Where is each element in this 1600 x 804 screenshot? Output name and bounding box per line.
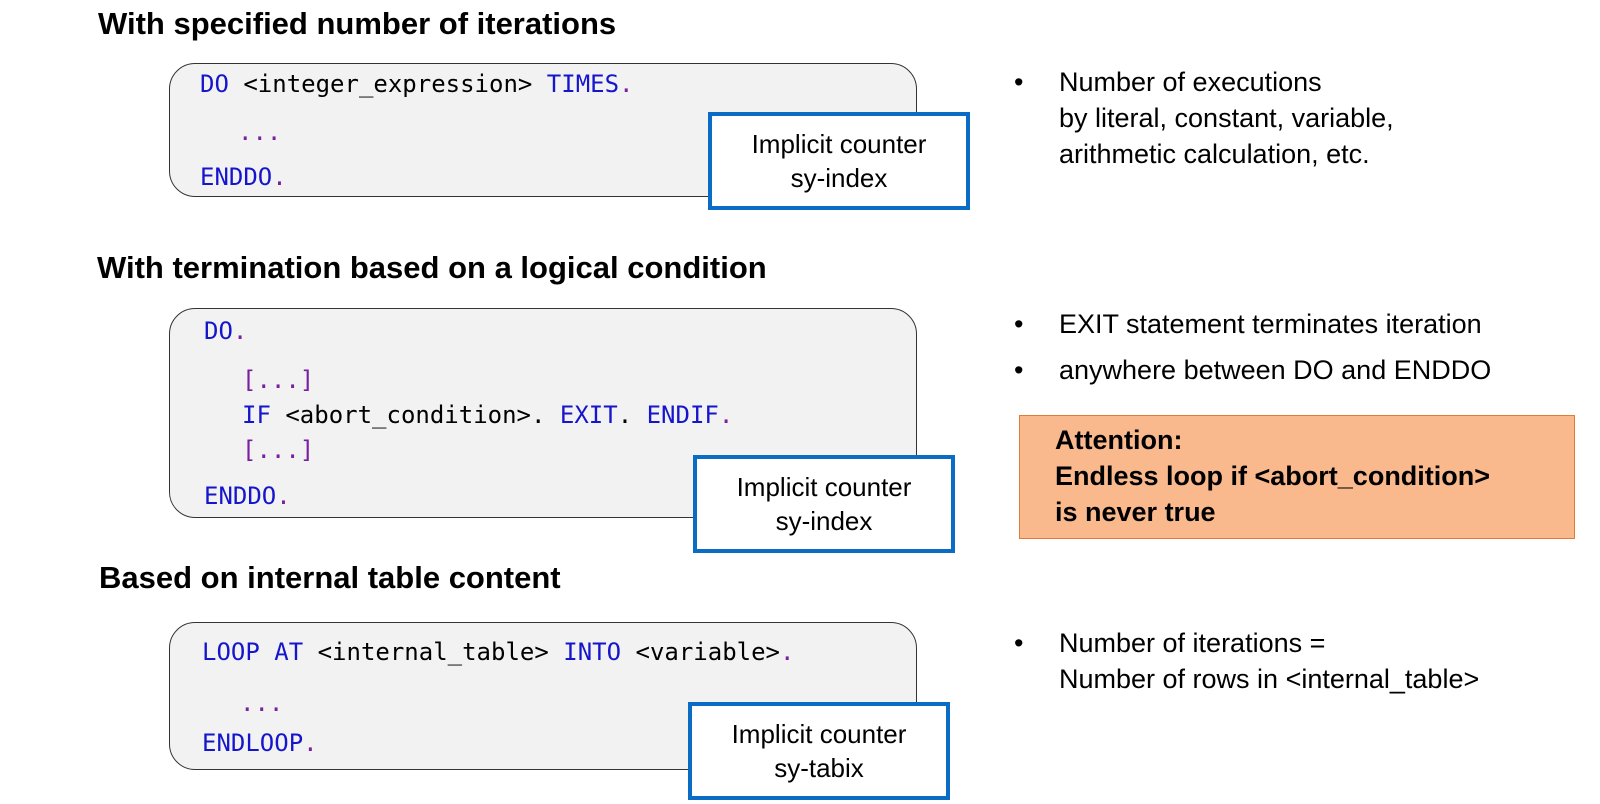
callout-label: Implicit counter	[751, 129, 927, 159]
bullet-list-3: Number of iterations = Number of rows in…	[1014, 625, 1479, 707]
code-text: <variable>	[621, 638, 780, 666]
callout-implicit-counter: Implicit counter sy-index	[693, 455, 955, 553]
code-punct: .	[780, 638, 795, 666]
bullet-line: Number of executions	[1059, 67, 1322, 97]
code-keyword: ENDDO	[204, 482, 277, 510]
attention-text: is never true	[1055, 497, 1216, 527]
attention-title: Attention:	[1055, 425, 1183, 455]
section-heading-iterations: With specified number of iterations	[98, 6, 617, 41]
callout-value: sy-index	[790, 163, 888, 193]
code-keyword: IF	[242, 401, 271, 429]
bullet-item: EXIT statement terminates iteration	[1014, 306, 1491, 342]
bullet-list-1: Number of executions by literal, constan…	[1014, 64, 1394, 182]
callout-label: Implicit counter	[736, 472, 912, 502]
code-punct: .	[276, 482, 291, 510]
code-line: ...	[240, 689, 284, 717]
code-line: ENDLOOP.	[202, 728, 318, 758]
bullet-item: anywhere between DO and ENDDO	[1014, 352, 1491, 388]
bullet-line: anywhere between DO and ENDDO	[1059, 355, 1492, 385]
code-keyword: ENDLOOP	[202, 729, 304, 757]
bullet-line: by literal, constant, variable,	[1059, 103, 1394, 133]
code-keyword: EXIT	[559, 401, 618, 429]
code-line: [...]	[242, 436, 315, 464]
code-keyword: INTO	[563, 638, 622, 666]
code-keyword: ENDIF	[646, 401, 719, 429]
code-keyword: LOOP AT	[202, 638, 304, 666]
bullet-item: Number of iterations = Number of rows in…	[1014, 625, 1479, 697]
code-text: <internal_table>	[303, 638, 564, 666]
code-punct: .	[718, 401, 734, 429]
section-heading-internal-table: Based on internal table content	[99, 560, 561, 595]
code-line: DO <integer_expression> TIMES.	[200, 69, 634, 99]
code-keyword: ENDDO	[200, 163, 273, 191]
code-punct: .	[303, 729, 318, 757]
code-line: LOOP AT <internal_table> INTO <variable>…	[202, 637, 794, 667]
bullet-item: Number of executions by literal, constan…	[1014, 64, 1394, 172]
code-text: <abort_condition>.	[270, 401, 560, 429]
code-punct: .	[619, 70, 634, 98]
code-keyword: DO	[200, 70, 229, 98]
callout-implicit-counter: Implicit counter sy-index	[708, 112, 970, 210]
callout-implicit-counter: Implicit counter sy-tabix	[688, 702, 950, 800]
code-text: <integer_expression>	[228, 70, 547, 98]
code-line: ENDDO.	[200, 162, 287, 192]
code-line: [...]	[242, 366, 315, 394]
bullet-line: EXIT statement terminates iteration	[1059, 309, 1482, 339]
code-keyword: TIMES	[546, 70, 620, 98]
attention-box: Attention: Endless loop if <abort_condit…	[1019, 415, 1575, 539]
code-line: IF <abort_condition>. EXIT. ENDIF.	[242, 400, 733, 430]
bullet-line: Number of iterations =	[1059, 628, 1326, 658]
code-text: .	[617, 401, 647, 429]
bullet-line: Number of rows in <internal_table>	[1059, 664, 1480, 694]
bullet-line: arithmetic calculation, etc.	[1059, 139, 1370, 169]
code-keyword: DO	[204, 317, 233, 345]
attention-text: Endless loop if <abort_condition>	[1055, 461, 1491, 491]
code-line: ...	[238, 118, 282, 146]
code-punct: .	[232, 317, 248, 345]
bullet-list-2: EXIT statement terminates iteration anyw…	[1014, 306, 1491, 398]
callout-value: sy-index	[775, 506, 873, 536]
code-line: ENDDO.	[204, 481, 291, 511]
code-line: DO.	[204, 316, 247, 346]
code-punct: .	[272, 163, 287, 191]
callout-value: sy-tabix	[774, 753, 864, 783]
section-heading-termination: With termination based on a logical cond…	[97, 250, 767, 285]
callout-label: Implicit counter	[731, 719, 907, 749]
